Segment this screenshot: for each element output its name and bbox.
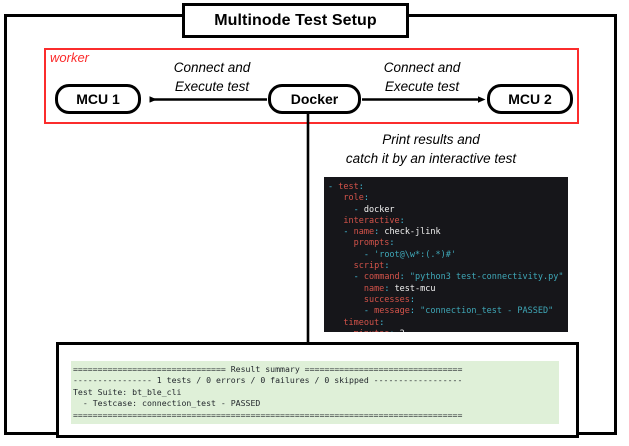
edge-label-docker-to-results: Print results and catch it by an interact… — [311, 130, 551, 168]
code-token: : — [409, 294, 416, 305]
code-token: message — [374, 306, 410, 317]
code-token: prompts — [353, 238, 390, 249]
code-token — [328, 216, 343, 226]
node-mcu1-label: MCU 1 — [76, 91, 120, 107]
code-line: name: test-mcu — [328, 284, 564, 295]
code-token: : — [384, 261, 390, 272]
edge-label-line: Connect and — [173, 60, 251, 75]
node-mcu1[interactable]: MCU 1 — [55, 84, 141, 114]
code-token: 'root@\w*:(.*)#' — [374, 249, 456, 260]
code-token: "python3 test-connectivity.py" — [409, 272, 564, 283]
code-line: minutes: 2 — [328, 329, 564, 332]
code-token: command — [363, 272, 400, 283]
code-token: : — [379, 317, 385, 328]
code-token: : — [374, 227, 385, 238]
code-token: : — [389, 329, 399, 332]
code-token: role — [343, 193, 364, 204]
code-token: - — [353, 272, 364, 283]
code-token: script — [353, 261, 385, 272]
page-title: Multinode Test Setup — [214, 11, 377, 29]
code-line: - docker — [328, 205, 564, 216]
yaml-config-code-block: - test: role: - docker interactive: - na… — [324, 177, 568, 332]
code-token: name — [353, 227, 375, 238]
code-token: : — [384, 283, 395, 294]
code-line: successes: — [328, 295, 564, 306]
code-line: - command: "python3 test-connectivity.py… — [328, 272, 564, 283]
code-token: : — [409, 306, 421, 317]
edge-label-line: Print results and — [382, 132, 480, 147]
code-token: - — [328, 182, 339, 192]
code-line: - 'root@\w*:(.*)#' — [328, 250, 564, 261]
code-token: - — [343, 227, 354, 238]
worker-group-label: worker — [50, 50, 90, 65]
code-token — [328, 238, 354, 248]
code-token — [328, 306, 364, 316]
code-token: : — [363, 193, 369, 204]
result-line: ---------------- 1 tests / 0 errors / 0 … — [73, 375, 463, 386]
code-token: : — [399, 272, 410, 283]
result-console-output: =============================== Result s… — [71, 361, 559, 425]
code-token: test-mcu — [394, 283, 436, 294]
edge-label-line: Execute test — [174, 79, 250, 95]
code-line: timeout: — [328, 318, 564, 329]
code-token: test — [338, 182, 359, 192]
result-line: - Testcase: connection_test - PASSED — [73, 398, 261, 409]
result-line: Test Suite: bt_ble_cli — [73, 386, 182, 397]
code-token: docker — [363, 204, 395, 215]
code-token: - — [353, 204, 364, 215]
code-token: timeout — [343, 317, 380, 328]
code-token: check-jlink — [384, 227, 441, 238]
yaml-code-lines: - test: role: - docker interactive: - na… — [328, 182, 564, 332]
code-line: script: — [328, 261, 564, 272]
code-token — [328, 329, 354, 332]
code-token — [328, 261, 354, 271]
node-mcu2-label: MCU 2 — [508, 91, 552, 107]
code-token: name — [363, 283, 385, 294]
code-token — [328, 295, 364, 305]
result-line: ========================================… — [73, 409, 463, 420]
worker-group-box — [44, 48, 579, 124]
code-line: prompts: — [328, 238, 564, 249]
code-token — [328, 227, 343, 237]
code-token: minutes — [354, 329, 390, 332]
code-token — [328, 250, 364, 260]
code-token — [328, 193, 343, 203]
result-line: =============================== Result s… — [73, 364, 463, 374]
edge-label-line: catch it by an interactive test — [345, 151, 517, 167]
code-token: - — [363, 306, 375, 317]
code-token: - — [363, 249, 375, 260]
code-line: - message: "connection_test - PASSED" — [328, 306, 564, 317]
diagram-title-box: Multinode Test Setup — [182, 3, 409, 38]
edge-label-line: Connect and — [383, 60, 461, 75]
code-token: : — [358, 182, 364, 192]
node-mcu2[interactable]: MCU 2 — [487, 84, 573, 114]
code-token: "connection_test - PASSED" — [420, 306, 554, 317]
code-line: role: — [328, 193, 564, 204]
node-docker[interactable]: Docker — [268, 84, 361, 114]
code-token: interactive — [343, 215, 400, 226]
edge-label-line: Execute test — [384, 79, 460, 95]
code-token — [328, 205, 354, 215]
code-token — [328, 284, 364, 294]
node-docker-label: Docker — [290, 91, 339, 107]
code-token — [328, 272, 354, 282]
result-summary-lines: =============================== Result s… — [73, 364, 557, 421]
code-token: 2 — [400, 329, 405, 332]
code-token: : — [399, 215, 405, 226]
code-token — [328, 318, 343, 328]
result-panel: =============================== Result s… — [56, 342, 579, 438]
code-token: successes — [363, 294, 410, 305]
code-line: - test: — [328, 182, 564, 193]
code-line: interactive: — [328, 216, 564, 227]
code-token: : — [389, 238, 395, 249]
code-line: - name: check-jlink — [328, 227, 564, 238]
